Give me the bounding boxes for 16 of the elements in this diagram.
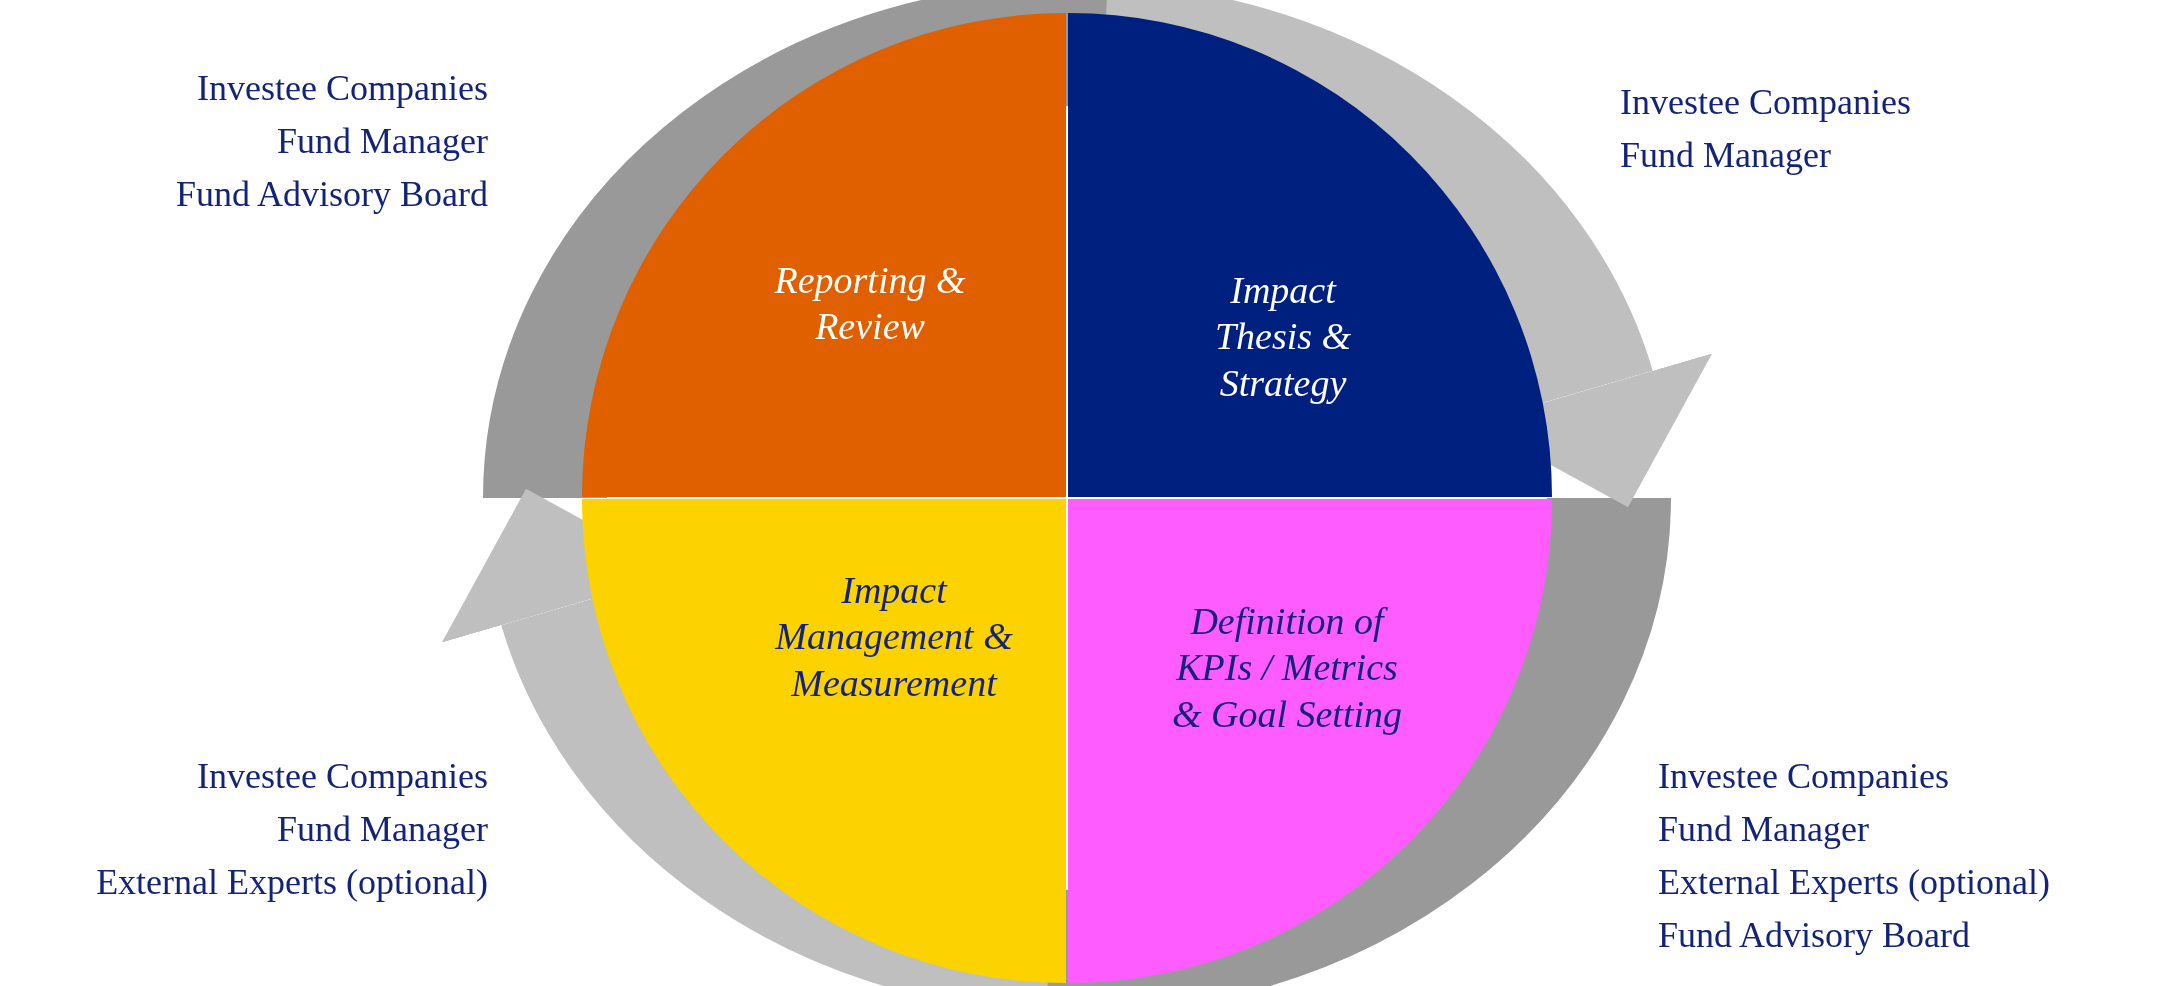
stakeholder-label: Fund Manager: [1620, 134, 1832, 177]
stakeholder-label: Investee Companies: [196, 67, 488, 110]
stakeholder-label: Investee Companies: [1620, 81, 1911, 124]
stakeholder-label: External Experts (optional): [1658, 861, 2050, 904]
segment-label: Impact Management & Measurement: [774, 568, 1014, 707]
segment-label: Reporting & Review: [773, 257, 967, 349]
stakeholder-label: Investee Companies: [1658, 755, 1950, 798]
stakeholder-label: Fund Manager: [276, 120, 488, 163]
stakeholder-label: Fund Advisory Board: [176, 173, 488, 216]
segment-label: Definition of KPIs / Metrics & Goal Setting: [1170, 599, 1404, 738]
stakeholder-label: External Experts (optional): [96, 861, 488, 904]
segment-label: Impact Thesis & Strategy: [1213, 268, 1353, 407]
stakeholder-label: Fund Manager: [276, 808, 488, 851]
stakeholder-label: Investee Companies: [196, 755, 488, 798]
stakeholder-label: Fund Manager: [1658, 808, 1870, 851]
stakeholder-label: Fund Advisory Board: [1658, 914, 1971, 957]
